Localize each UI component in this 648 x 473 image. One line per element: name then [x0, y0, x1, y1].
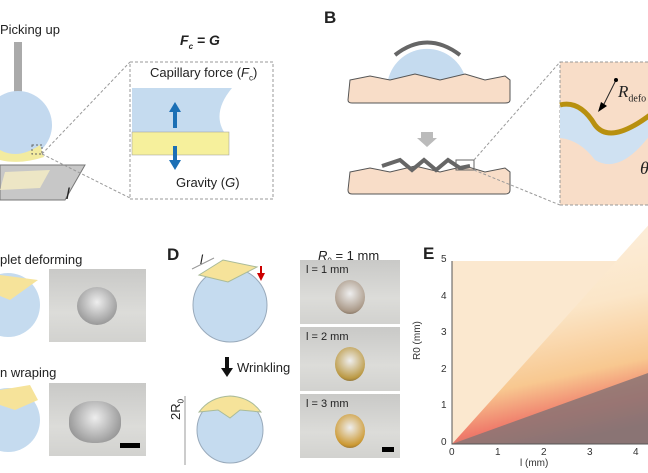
y-tick-label: 0 [441, 437, 447, 448]
length-label: l [200, 252, 203, 267]
equation: Fc = G [180, 32, 220, 51]
y-tick-label: 1 [441, 400, 447, 412]
heatmap-field [452, 225, 648, 444]
droplet-deforming-title: plet deforming [0, 252, 83, 267]
x-tick-label: 3 [587, 447, 593, 458]
y-axis-label: R0 (mm) [412, 321, 423, 360]
capillary-force-label: Capillary force (Fc) [150, 65, 258, 83]
photo-film-wrapping [49, 383, 146, 456]
x-tick-label: 4 [633, 447, 639, 458]
pickup-diagram [0, 42, 274, 201]
scale-bar [120, 443, 140, 448]
arrow-down-icon [417, 132, 437, 147]
panel-label-d: D [167, 245, 180, 264]
axes [451, 261, 648, 445]
y-tick-label: 5 [441, 254, 447, 265]
x-tick-label: 1 [495, 447, 501, 458]
photo-l-1mm: l = 1 mm [300, 260, 400, 324]
pipette-icon [14, 42, 22, 92]
panel-label-b: B [324, 8, 337, 27]
photo-l-3mm: l = 3 mm [300, 394, 400, 458]
wrap-diagrams [0, 273, 40, 452]
y-tick-label: 4 [441, 290, 447, 302]
panel-label-e: E [423, 244, 435, 263]
x-tick-label: 0 [449, 447, 455, 458]
wrinkling-diagram [184, 257, 268, 465]
photo-l-2mm: l = 2 mm [300, 327, 400, 391]
y-tick-label: 2 [441, 363, 447, 375]
wrinkle-diagram [347, 40, 648, 206]
photo-droplet-deforming [49, 269, 146, 342]
gravity-label: Gravity (G) [176, 175, 240, 190]
length-label: l [66, 186, 70, 203]
scale-bar [382, 447, 394, 452]
heatmap-low-region [452, 373, 648, 444]
picking-up-label: Picking up [0, 22, 60, 37]
x-axis-label: l (mm) [520, 458, 549, 469]
x-tick-label: 2 [541, 447, 547, 458]
theta-label: θ [640, 158, 648, 178]
zoom-box [129, 61, 274, 200]
film-wrapping-title: n wraping [0, 365, 57, 380]
y-tick-label: 3 [441, 327, 447, 339]
droplet-icon [0, 91, 52, 159]
wrinkling-label: Wrinkling [237, 360, 291, 375]
r-deform-label: Rdefo [618, 82, 647, 105]
